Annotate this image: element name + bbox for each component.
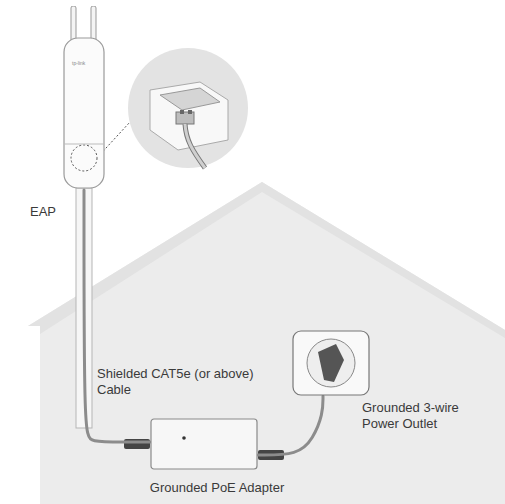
- house-silhouette: [28, 182, 505, 504]
- part-label: Grounded PoE Adapter: [132, 480, 302, 496]
- part-label: EAP: [30, 204, 70, 220]
- part-label: Grounded 3-wire Power Outlet: [362, 400, 462, 432]
- power-outlet-outline: [292, 330, 370, 396]
- ethernet-cable: [84, 190, 150, 442]
- cable-label: Shielded CAT5e (or above) Cable: [97, 366, 269, 398]
- power-cord: [258, 396, 323, 455]
- power-outlet: Grounded 3-wire Power Outlet: [292, 330, 370, 396]
- poe-adapter-outline: [150, 418, 258, 470]
- port-detail: [150, 82, 228, 168]
- poe-adapter: Grounded PoE Adapter: [150, 418, 258, 470]
- eap-device-outline: [62, 6, 106, 190]
- eap-device: EAP: [62, 6, 106, 190]
- roof-edge: [28, 182, 505, 338]
- detail-inset: [128, 48, 248, 168]
- brand-logo: tp-link: [72, 60, 85, 66]
